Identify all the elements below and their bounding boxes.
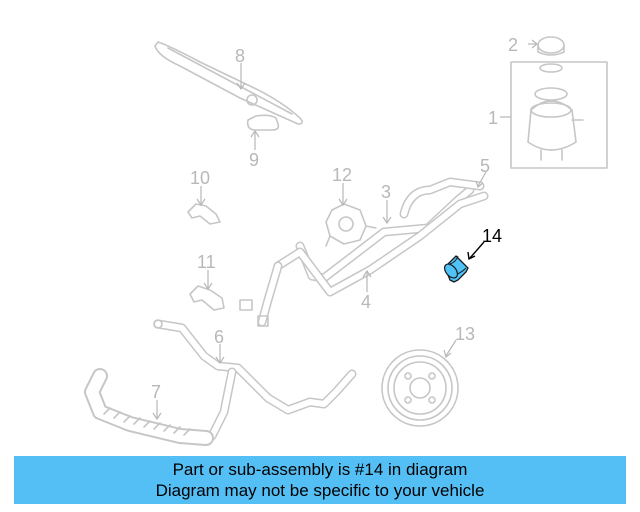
callout-10: 10 [190, 168, 210, 188]
callout-4: 4 [361, 292, 371, 312]
part-12-valve [325, 183, 377, 247]
callout-6: 6 [214, 327, 224, 347]
callout-8: 8 [235, 46, 245, 66]
callout-2: 2 [508, 35, 518, 55]
part-8-bracket [154, 41, 303, 125]
part-9-clip [246, 114, 280, 150]
callout-12: 12 [332, 165, 352, 185]
callout-14: 14 [482, 226, 502, 246]
callout-9: 9 [249, 150, 259, 170]
hose-connector-left [239, 261, 283, 327]
part-14-hose-sleeve[interactable] [442, 241, 485, 283]
part-11-bracket [189, 270, 225, 311]
part-5-hose [399, 171, 487, 219]
info-banner: Part or sub-assembly is #14 in diagram D… [14, 456, 626, 504]
part-13-pulley [381, 339, 459, 427]
callout-3: 3 [381, 182, 391, 202]
part-2-cap [528, 36, 565, 73]
callout-7: 7 [151, 382, 161, 402]
banner-line-1: Part or sub-assembly is #14 in diagram [172, 460, 468, 479]
part-6-return-line [153, 319, 357, 441]
part-4-hose [273, 191, 489, 297]
part-10-bracket [187, 186, 221, 225]
part-7-corrugated-hose [84, 368, 214, 446]
callout-5: 5 [480, 156, 490, 176]
callout-1: 1 [488, 108, 498, 128]
part-1-reservoir [500, 61, 608, 169]
parts-diagram: 1 2 3 4 5 6 7 8 9 10 11 12 13 14 [84, 35, 608, 446]
callout-11: 11 [197, 252, 216, 272]
callout-13: 13 [455, 324, 475, 344]
banner-line-2: Diagram may not be specific to your vehi… [155, 481, 485, 500]
